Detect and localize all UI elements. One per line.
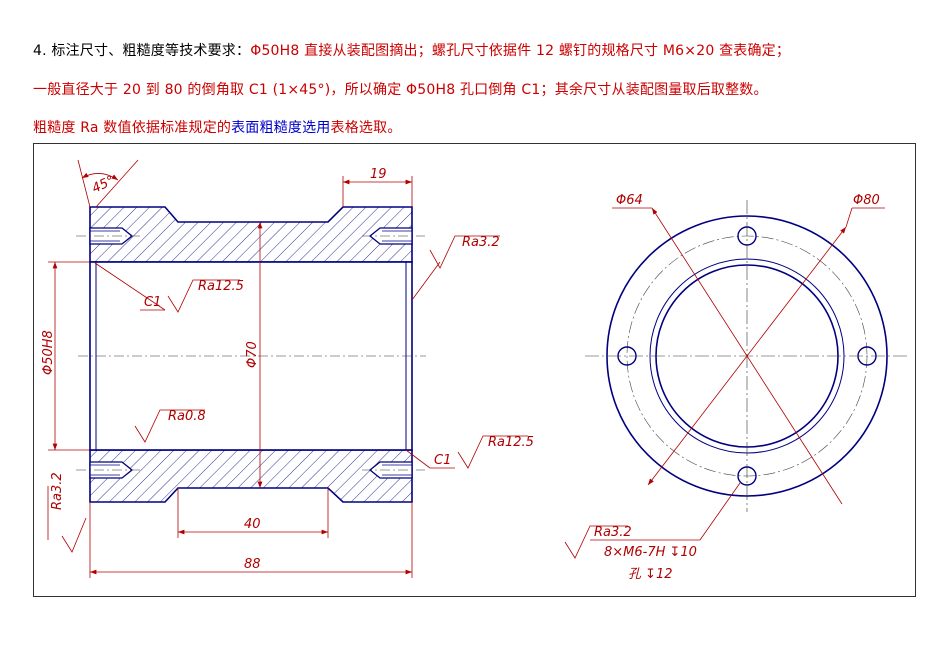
ra-thread-label: Ra3.2	[594, 525, 632, 540]
section-labels: 45° 19 Φ50H8 Φ70 40 88 C1 C1 Ra3.2 Ra12.…	[41, 167, 534, 572]
end-view-dimensions	[564, 207, 885, 559]
line3-segment-0: 粗糙度 Ra 数值依据标准规定的	[33, 120, 232, 136]
section-dimensions	[47, 159, 528, 578]
flange-dim-label: Φ80	[853, 193, 880, 208]
bore-dim-label: Φ50H8	[41, 330, 56, 375]
groove-dim-label: 40	[244, 517, 261, 532]
section-view	[76, 206, 426, 503]
thread-note-2: 孔 ↧12	[628, 567, 673, 582]
tapped-hole-br	[368, 461, 413, 479]
end-view-labels: Φ64 Φ80 Ra3.2 8×M6-7H ↧10 孔 ↧12	[594, 193, 880, 582]
note-line-2: 一般直径大于 20 到 80 的倒角取 C1 (1×45°)，所以确定 Φ50H…	[33, 79, 768, 99]
line3-segment-2: 表格选取。	[330, 120, 402, 136]
chamfer-top-label: C1	[144, 295, 161, 310]
outer-dim-label: Φ70	[245, 341, 260, 368]
tapped-hole-bl	[89, 461, 134, 479]
chamfer-bottom-label: C1	[434, 453, 451, 468]
line1-segment-0: 4. 标注尺寸、粗糙度等技术要求：	[33, 43, 251, 59]
ra-inner-label: Ra0.8	[168, 409, 206, 424]
ra-bottom-right-label: Ra12.5	[488, 435, 534, 450]
tapped-hole-tl	[89, 227, 134, 245]
bottom-wall	[89, 449, 413, 503]
tapped-hole-tr	[368, 227, 413, 245]
line3-segment-1: 表面粗糙度选用	[231, 120, 331, 136]
ra-top-right-label: Ra3.2	[462, 235, 500, 250]
line2-segment-0: 一般直径大于 20 到 80 的倒角取 C1 (1×45°)，所以确定 Φ50H…	[33, 82, 768, 98]
pcd-label: Φ64	[616, 193, 643, 208]
note-line-3: 粗糙度 Ra 数值依据标准规定的表面粗糙度选用表格选取。	[33, 117, 402, 137]
bore	[89, 261, 413, 451]
ra-bore-label: Ra12.5	[198, 279, 244, 294]
top-wall	[89, 206, 413, 263]
width-19-label: 19	[370, 167, 387, 182]
length-dim-label: 88	[244, 557, 261, 572]
thread-note-1: 8×M6-7H ↧10	[604, 545, 697, 560]
note-line-1: 4. 标注尺寸、粗糙度等技术要求：Φ50H8 直接从装配图摘出；螺孔尺寸依据件 …	[33, 40, 790, 60]
line1-segment-1: Φ50H8 直接从装配图摘出；螺孔尺寸依据件 12 螺钉的规格尺寸 M6×20 …	[250, 43, 791, 59]
ra-left-label: Ra3.2	[50, 472, 65, 510]
drawing-frame	[33, 143, 916, 597]
